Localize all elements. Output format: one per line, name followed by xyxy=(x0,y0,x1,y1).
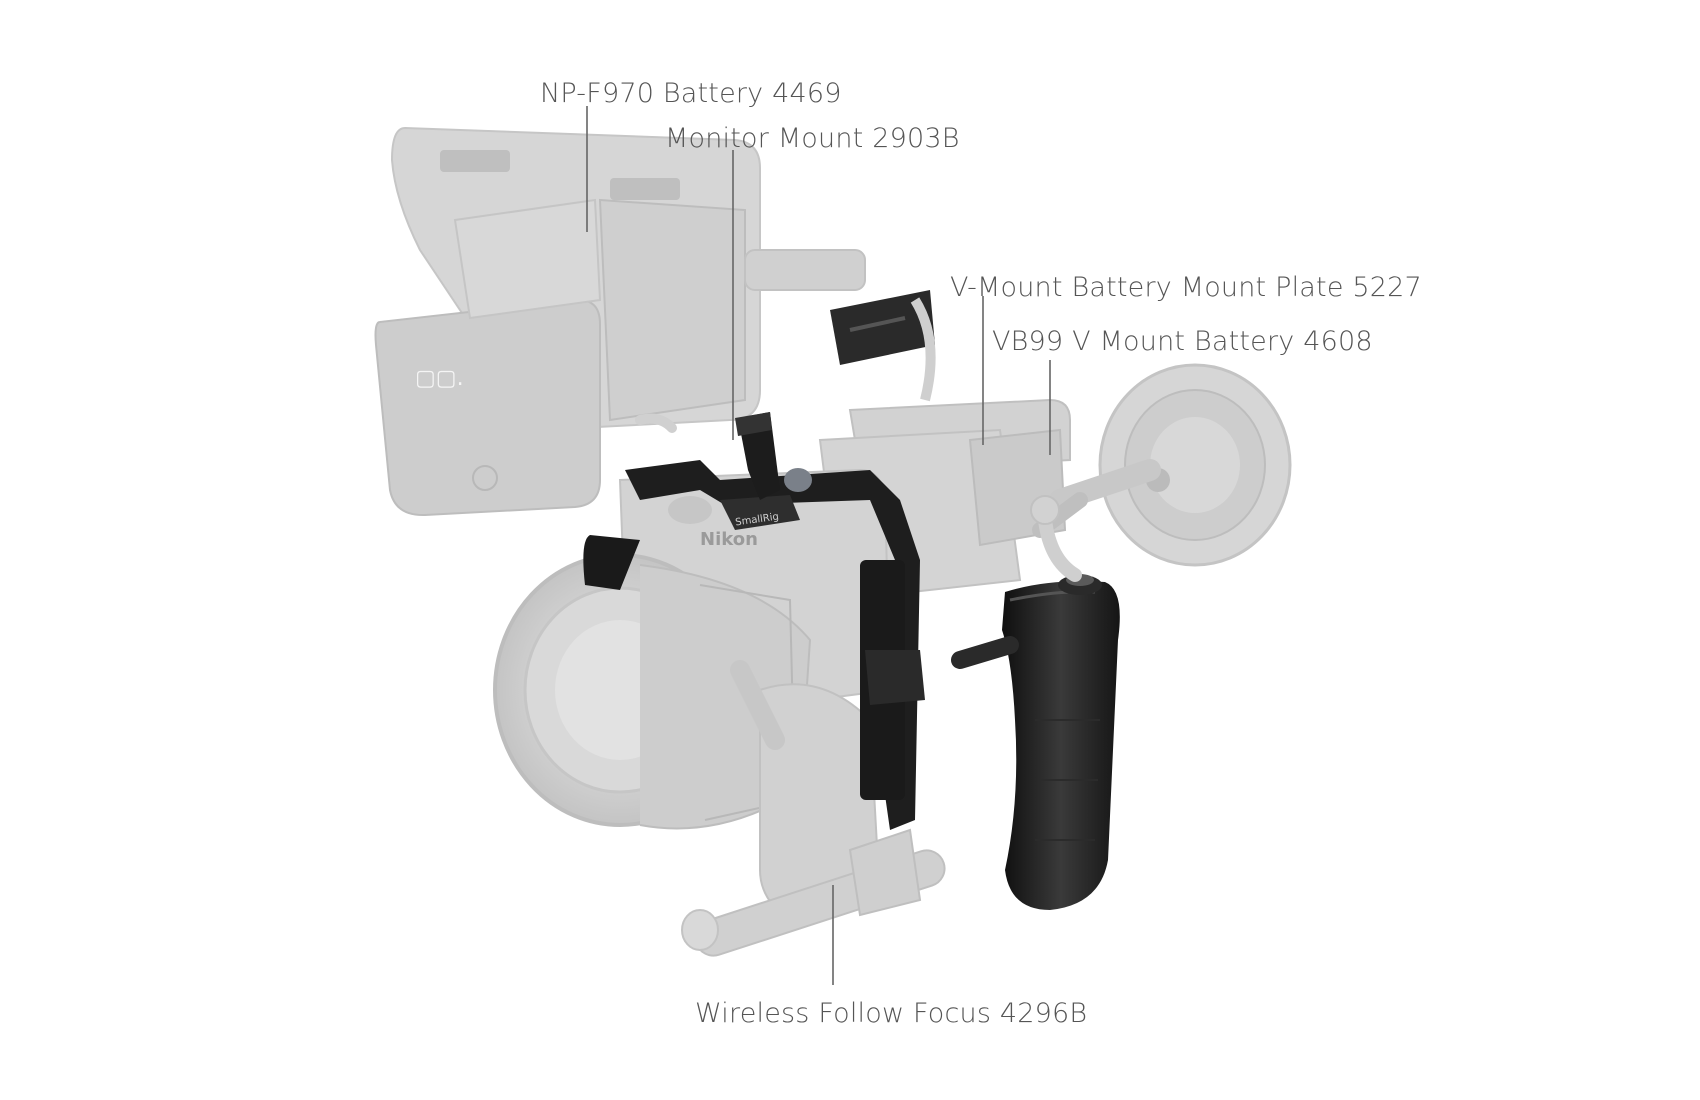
camera-cage: SmallRig xyxy=(583,460,925,830)
np-battery-ghost: ▢▢. xyxy=(374,198,602,517)
lens-ghost xyxy=(493,553,812,830)
follow-focus-motor-ghost xyxy=(1032,363,1292,567)
side-handgrip xyxy=(951,495,1120,910)
callout-vmount-plate: V-Mount Battery Mount Plate 5227 xyxy=(950,272,1422,303)
callout-follow-focus: Wireless Follow Focus 4296B xyxy=(695,998,1088,1029)
leader-lines xyxy=(586,106,1051,985)
follow-focus-bracket-ghost xyxy=(681,660,946,957)
callout-np-battery: NP-F970 Battery 4469 xyxy=(540,78,842,109)
top-handle xyxy=(830,290,936,402)
callout-vb99-battery: VB99 V Mount Battery 4608 xyxy=(992,326,1373,357)
monitor-mount-arm xyxy=(635,412,812,500)
svg-text:▢▢.: ▢▢. xyxy=(415,366,464,391)
camera-brand-label: Nikon xyxy=(700,529,758,550)
callout-monitor-mount: Monitor Mount 2903B xyxy=(665,123,960,154)
